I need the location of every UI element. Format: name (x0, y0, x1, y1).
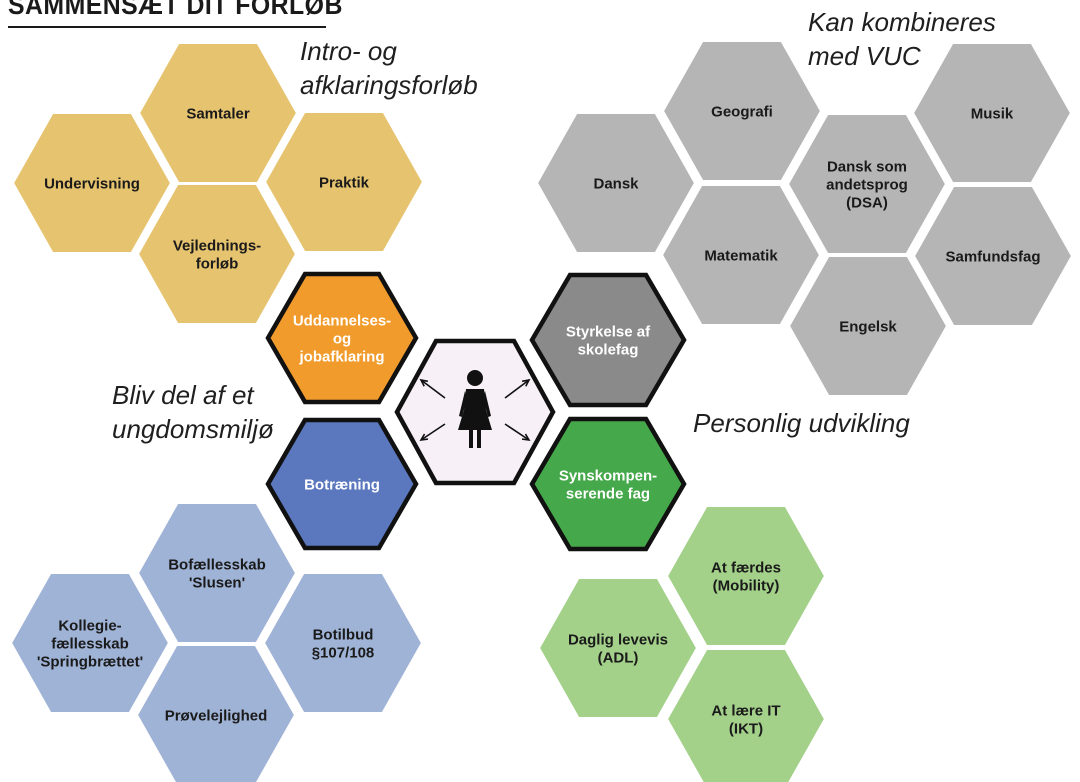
hex-bofaellesskab: Bofællesskab'Slusen' (136, 502, 298, 644)
hex-shape-dsa (786, 113, 948, 255)
hex-label-matematik: Matematik (704, 247, 778, 264)
hex-label-styrkelse: skolefag (578, 341, 639, 358)
hex-label-engelsk: Engelsk (839, 318, 897, 335)
hex-shape-bofaellesskab (136, 502, 298, 644)
hex-label-dsa: Dansk som (827, 158, 907, 175)
hex-label-kollegie: fællesskab (51, 635, 129, 652)
arrow-up-left-icon (419, 378, 446, 399)
page-heading: SAMMENSÆT DIT FORLØB (8, 0, 343, 20)
hex-faerdes: At færdes(Mobility) (665, 505, 827, 647)
hex-shape-faerdes (665, 505, 827, 647)
hex-shape-ikt (665, 648, 827, 782)
person-icon (458, 370, 492, 448)
hex-matematik: Matematik (660, 184, 822, 326)
hex-label-kollegie: 'Springbrættet' (37, 653, 143, 670)
caption-youth-line-2: ungdomsmiljø (112, 414, 274, 444)
hex-shape-engelsk (787, 255, 949, 397)
hex-shape-kollegie (9, 572, 171, 714)
arrow-up-right-icon (504, 378, 531, 399)
hex-label-musik: Musik (971, 105, 1014, 122)
hex-shape-praktik (263, 111, 425, 253)
hex-shape-vejledning (136, 183, 298, 325)
hex-label-synskomp: Synskompen- (559, 467, 657, 484)
arrow-down-left-icon (419, 423, 446, 442)
hex-samtaler: Samtaler (137, 42, 299, 184)
hex-label-dsa: andetsprog (826, 176, 908, 193)
hex-shape-uddannelse (265, 271, 419, 405)
hex-shape-undervisning (11, 112, 173, 254)
hex-engelsk: Engelsk (787, 255, 949, 397)
hex-label-dsa: (DSA) (846, 194, 888, 211)
hex-geografi: Geografi (661, 40, 823, 182)
hex-shape-samfundsfag (912, 185, 1074, 327)
hex-label-ikt: At lære IT (711, 702, 780, 719)
caption-vuc-line-2: med VUC (808, 41, 921, 71)
hex-label-ikt: (IKT) (729, 720, 763, 737)
caption-youth: Bliv del af et ungdomsmiljø (112, 378, 274, 446)
hex-label-styrkelse: Styrkelse af (566, 323, 651, 340)
hex-musik: Musik (911, 42, 1073, 184)
hex-undervisning: Undervisning (11, 112, 173, 254)
hex-adl: Daglig levevis(ADL) (537, 577, 699, 719)
hex-synskomp: Synskompen-serende fag (529, 416, 687, 552)
hex-label-botilbud: Botilbud (313, 626, 374, 643)
hex-botilbud: Botilbud§107/108 (262, 572, 424, 714)
hex-proevelejlighed: Prøvelejlighed (135, 644, 297, 782)
hex-shape-adl (537, 577, 699, 719)
hex-shape-matematik (660, 184, 822, 326)
hex-label-botraening: Botræning (304, 476, 380, 493)
hex-shape-dansk (535, 112, 697, 254)
hex-shape-geografi (661, 40, 823, 182)
hex-kollegie: Kollegie-fællesskab'Springbrættet' (9, 572, 171, 714)
caption-intro: Intro- og afklaringsforløb (300, 34, 478, 102)
hex-label-vejledning: forløb (196, 255, 239, 272)
hex-label-proevelejlighed: Prøvelejlighed (165, 707, 268, 724)
hex-center (394, 338, 556, 486)
hex-shape-styrkelse (529, 272, 687, 408)
hex-shape-botilbud (262, 572, 424, 714)
hex-botraening: Botræning (265, 417, 419, 551)
hex-label-adl: (ADL) (598, 649, 639, 666)
hex-praktik: Praktik (263, 111, 425, 253)
hex-shape-synskomp (529, 416, 687, 552)
hex-vejledning: Vejlednings-forløb (136, 183, 298, 325)
caption-intro-line-2: afklaringsforløb (300, 70, 478, 100)
caption-youth-line-1: Bliv del af et (112, 380, 254, 410)
heading-underline (8, 26, 326, 28)
hex-label-praktik: Praktik (319, 174, 370, 191)
hex-label-undervisning: Undervisning (44, 175, 140, 192)
hex-label-geografi: Geografi (711, 103, 773, 120)
hex-label-uddannelse: Uddannelses- (293, 312, 391, 329)
hex-dansk: Dansk (535, 112, 697, 254)
caption-intro-line-1: Intro- og (300, 36, 397, 66)
hex-shape-botraening (265, 417, 419, 551)
arrow-down-right-icon (504, 423, 531, 442)
hex-label-adl: Daglig levevis (568, 631, 668, 648)
hex-label-faerdes: (Mobility) (713, 577, 780, 594)
caption-vuc-line-1: Kan kombineres (808, 7, 996, 37)
hex-label-samtaler: Samtaler (186, 105, 250, 122)
hex-label-uddannelse: og (333, 330, 351, 347)
caption-personal: Personlig udvikling (693, 408, 910, 438)
hex-label-synskomp: serende fag (566, 485, 650, 502)
hex-label-faerdes: At færdes (711, 559, 781, 576)
hex-ikt: At lære IT(IKT) (665, 648, 827, 782)
hex-label-samfundsfag: Samfundsfag (945, 248, 1040, 265)
hex-samfundsfag: Samfundsfag (912, 185, 1074, 327)
hex-label-vejledning: Vejlednings- (173, 237, 261, 254)
hex-label-dansk: Dansk (593, 175, 639, 192)
hex-shape-musik (911, 42, 1073, 184)
caption-vuc: Kan kombineres med VUC (808, 5, 996, 73)
hex-label-botilbud: §107/108 (312, 644, 375, 661)
hex-label-bofaellesskab: 'Slusen' (189, 574, 245, 591)
hex-shape-proevelejlighed (135, 644, 297, 782)
hex-label-uddannelse: jobafklaring (298, 348, 384, 365)
hex-label-bofaellesskab: Bofællesskab (168, 556, 266, 573)
hex-label-kollegie: Kollegie- (58, 617, 121, 634)
